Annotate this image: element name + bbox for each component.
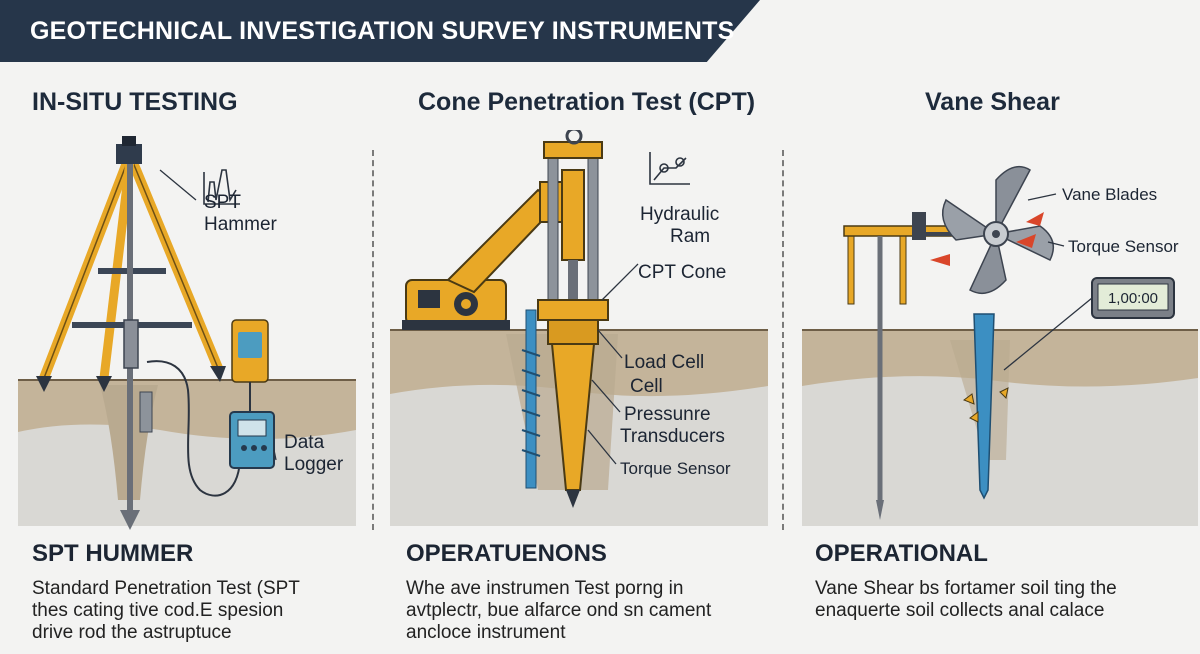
label-transducers: Transducers — [620, 426, 725, 447]
section-title: OPERATUENONS — [406, 540, 607, 568]
panel-divider-1 — [372, 150, 374, 530]
vane-blades — [943, 167, 1054, 294]
panel-heading: IN-SITU TESTING — [32, 88, 238, 117]
callout-line-hammer — [160, 170, 196, 200]
frame-leg-left — [848, 232, 854, 304]
label-hammer: Hammer — [204, 214, 278, 235]
tripod-head-cap — [122, 136, 136, 146]
load-cell-housing — [538, 300, 608, 320]
label-torque-sensor: Torque Sensor — [620, 459, 731, 478]
section-title: SPT HUMMER — [32, 540, 193, 568]
section-title: OPERATIONAL — [815, 540, 988, 568]
callout-line-cpt-cone — [602, 264, 638, 300]
load-cell-body — [548, 320, 598, 344]
spt-scene: SPT Hammer Data Logger — [0, 130, 360, 530]
cpt-scene: Hydraulic Ram CPT Cone Load Cell Cell Pr… — [388, 130, 778, 530]
rig-window — [418, 290, 440, 308]
panel-divider-2 — [782, 150, 784, 530]
logger-button-3 — [261, 445, 267, 451]
signal-box-screen — [238, 332, 262, 358]
panel-cpt: Cone Penetration Test (CPT) — [388, 80, 778, 650]
section-text: Standard Penetration Test (SPT thes cati… — [32, 578, 402, 644]
push-rod — [526, 310, 536, 488]
rig-track — [402, 320, 510, 330]
frame-leg-right — [900, 232, 906, 304]
callout-line-vane-blades — [1028, 194, 1056, 200]
panel-vane-shear: Vane Shear 1,0 — [800, 80, 1200, 650]
label-vane-blades: Vane Blades — [1062, 185, 1157, 204]
label-hydraulic: Hydraulic — [640, 204, 719, 225]
label-data: Data — [284, 432, 325, 453]
label-spt: SPT — [204, 192, 241, 213]
mast-right — [588, 150, 598, 310]
label-torque-sensor: Torque Sensor — [1068, 237, 1179, 256]
spt-hammer — [124, 320, 138, 368]
label-cpt-cone: CPT Cone — [638, 262, 726, 283]
rod-clamp — [140, 392, 152, 432]
tripod-head — [116, 144, 142, 164]
label-load-cell: Load Cell — [624, 352, 704, 373]
panel-heading: Vane Shear — [925, 88, 1060, 117]
label-cell: Cell — [630, 376, 663, 397]
label-ram: Ram — [670, 226, 710, 247]
panel-in-situ-testing: IN-SITU TESTING — [0, 80, 360, 650]
graph-icon — [650, 152, 690, 184]
vane-shear-scene: 1,00:00 Vane Blades Torque Sensor — [800, 130, 1200, 530]
section-text: Whe ave instrumen Test porng in avtplect… — [406, 578, 776, 644]
ram-rod — [568, 260, 578, 300]
label-pressunre: Pressunre — [624, 404, 711, 425]
section-text: Vane Shear bs fortamer soil ting the ena… — [815, 578, 1185, 622]
page-title: GEOTECHNICAL INVESTIGATION SURVEY INSTRU… — [30, 17, 734, 46]
panel-heading: Cone Penetration Test (CPT) — [418, 88, 755, 117]
logger-button-2 — [251, 445, 257, 451]
logger-button-1 — [241, 445, 247, 451]
hydraulic-ram — [562, 170, 584, 260]
torque-display-value: 1,00:00 — [1108, 290, 1158, 307]
data-logger-screen — [238, 420, 266, 436]
label-logger: Logger — [284, 454, 344, 475]
rig-wheel-hub — [461, 299, 471, 309]
mast-left — [548, 150, 558, 310]
